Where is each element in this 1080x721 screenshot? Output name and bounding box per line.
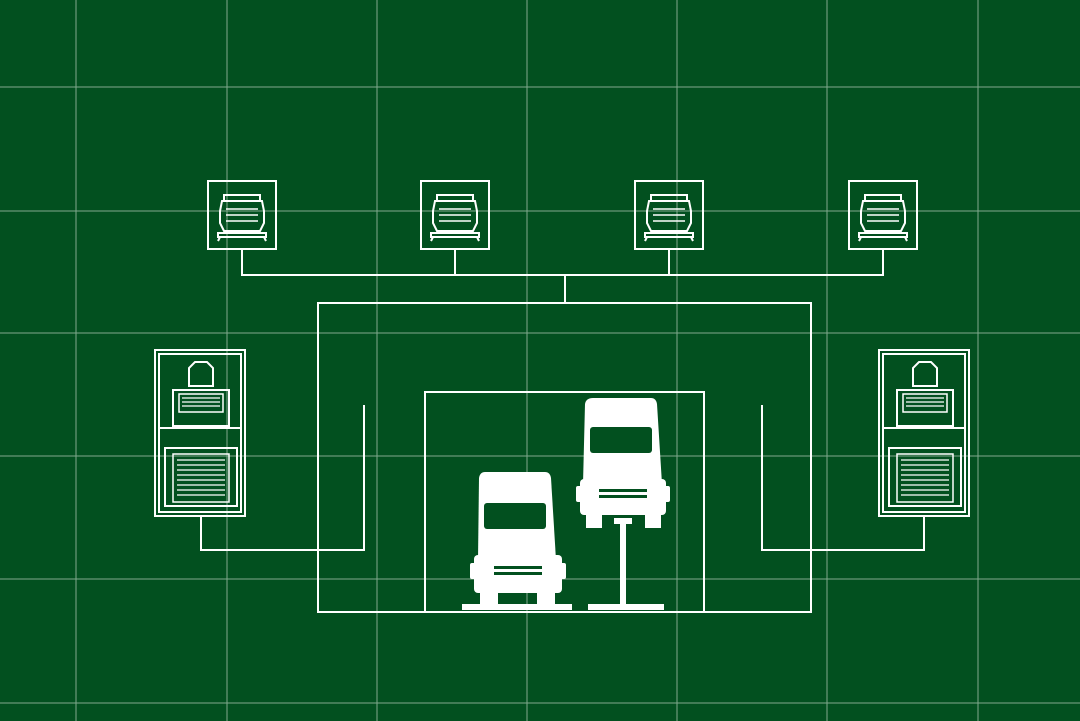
service-bay-outline xyxy=(424,391,705,613)
lifted-semi-truck-icon xyxy=(576,398,670,610)
supply-duct-lines xyxy=(200,405,925,551)
exhaust-duct-lines xyxy=(241,249,884,303)
semi-truck-icon xyxy=(462,472,572,610)
